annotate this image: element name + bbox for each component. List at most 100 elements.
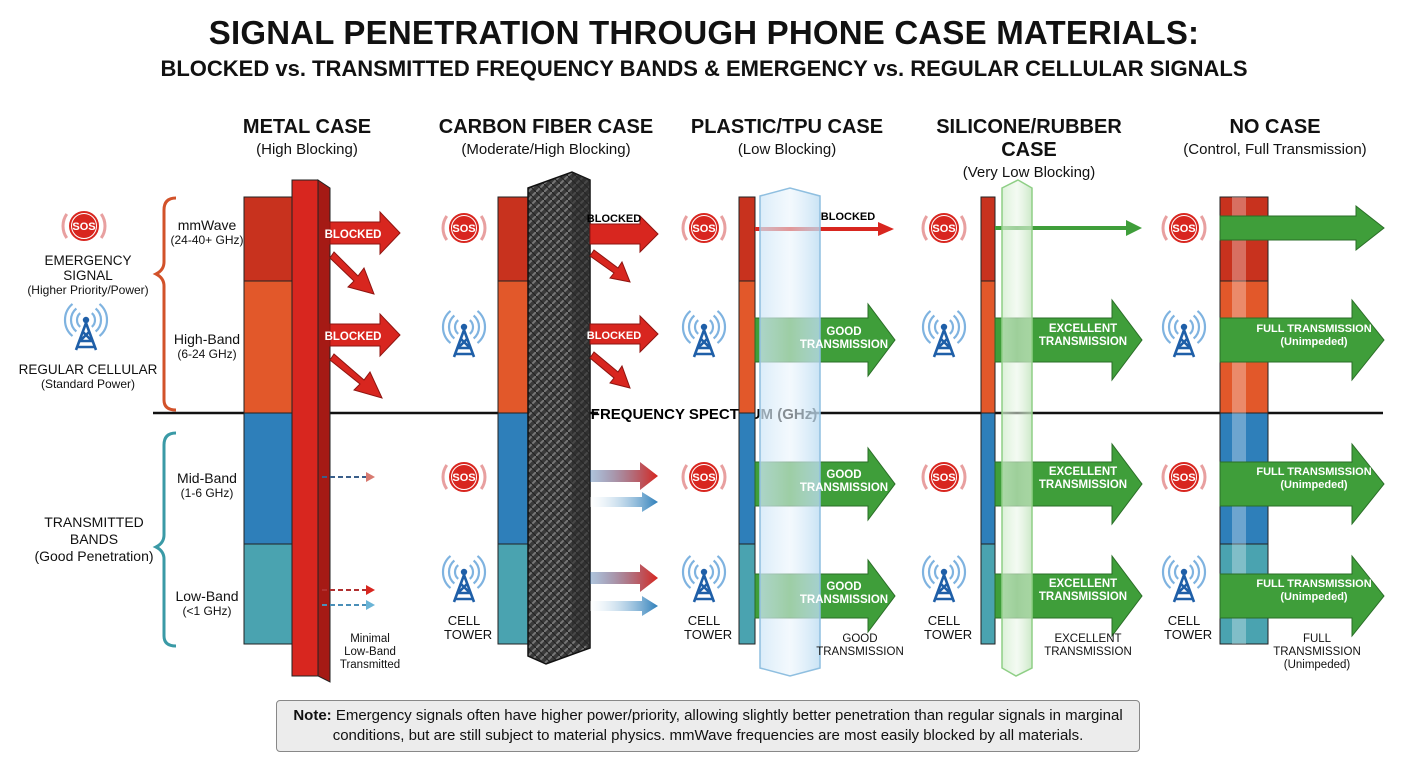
- transmitted-subtitle: (Good Penetration): [34, 548, 154, 564]
- regular-title: REGULAR CELLULAR: [18, 362, 158, 377]
- blocked-label: BLOCKED: [587, 330, 641, 342]
- band-block-midband: [243, 412, 301, 545]
- excellent-label: TRANSMISSION: [1039, 591, 1127, 603]
- band-block-lowband: [980, 543, 996, 645]
- cell-tower-line2: TOWER: [1164, 627, 1213, 642]
- metal-bottom-line1: Minimal: [350, 633, 390, 645]
- sos-label: SOS: [692, 223, 715, 235]
- column-header-nocase: NO CASE (Control, Full Transmission): [1155, 116, 1395, 158]
- column-subtitle: (Very Low Blocking): [962, 164, 1096, 181]
- band-name: mmWave: [177, 217, 237, 233]
- sos-label: SOS: [1172, 223, 1195, 235]
- note-text: Emergency signals often have higher powe…: [332, 707, 1123, 744]
- band-block-lowband: [497, 543, 533, 645]
- deflect-arrow: [329, 251, 375, 295]
- cell-tower-icon: [921, 310, 967, 358]
- note-box: Note: Emergency signals often have highe…: [276, 700, 1140, 752]
- metal-bottom-line3: Transmitted: [339, 659, 401, 671]
- sos-label: SOS: [72, 221, 95, 233]
- full-arrow-highband: [1219, 298, 1385, 382]
- transmitted-line2: BANDS: [69, 531, 119, 547]
- column-header-plastic: PLASTIC/TPU CASE (Low Blocking): [667, 116, 907, 158]
- blocked-arrow: [329, 312, 401, 358]
- weak-arrow-head: [366, 585, 375, 595]
- full-label: FULL TRANSMISSION: [1256, 578, 1371, 590]
- emergency-title: EMERGENCY SIGNAL: [44, 253, 132, 283]
- band-name: Low-Band: [175, 588, 239, 604]
- band-block-mmwave: [738, 196, 756, 282]
- nocase-column: FULL TRANSMISSION (Unimpeded) FULL TRANS…: [1219, 196, 1385, 645]
- cell-tower-icon: [921, 555, 967, 603]
- plastic-slab: [759, 187, 821, 677]
- blocked-arrow-head: [878, 222, 894, 236]
- band-block-lowband: [243, 543, 301, 645]
- good-label: GOOD: [826, 469, 861, 481]
- band-block-midband: [497, 412, 533, 545]
- sos-label: SOS: [692, 472, 715, 484]
- excellent-label: EXCELLENT: [1049, 323, 1117, 335]
- cell-tower-icon: [63, 303, 109, 351]
- full-label: (Unimpeded): [1280, 336, 1348, 348]
- band-block-highband: [497, 280, 533, 414]
- band-range: (24-40+ GHz): [170, 233, 244, 247]
- weak-arrow-head: [366, 600, 375, 610]
- column-subtitle: (Control, Full Transmission): [1183, 141, 1367, 158]
- sos-icon: SOS: [1161, 211, 1207, 245]
- nocase-bottom-line1: FULL: [1302, 633, 1332, 645]
- weak-arrow-head: [366, 472, 375, 482]
- sos-label: SOS: [452, 223, 475, 235]
- band-block-mmwave: [980, 196, 996, 282]
- band-label-highband: High-Band (6-24 GHz): [168, 332, 246, 362]
- band-block-mmwave: [243, 196, 301, 282]
- plastic-bottom-line1: GOOD: [842, 633, 878, 645]
- band-block-highband: [738, 280, 756, 414]
- band-block-highband: [980, 280, 996, 414]
- nocase-bottom-label: FULL TRANSMISSION (Unimpeded): [1272, 633, 1362, 672]
- cell-tower-icon: [441, 310, 487, 358]
- sos-icon: SOS: [921, 460, 967, 494]
- cell-tower-line1: CELL: [927, 613, 961, 628]
- note-label: Note:: [293, 707, 332, 724]
- cell-tower-line2: TOWER: [924, 627, 973, 642]
- thin-pass-arrow-head: [1126, 220, 1142, 236]
- sos-icon: SOS: [61, 209, 107, 243]
- band-block-mmwave: [497, 196, 533, 282]
- partial-arrow-lowband: [590, 596, 658, 616]
- blocked-arrow: [589, 214, 659, 254]
- band-block-highband: [243, 280, 301, 414]
- sos-label: SOS: [452, 472, 475, 484]
- silicone-column: EXCELLENT TRANSMISSION EXCELLENT TRANSMI…: [980, 179, 1143, 677]
- sos-icon: SOS: [441, 460, 487, 494]
- sos-icon: SOS: [681, 211, 727, 245]
- plastic-column: BLOCKED GOOD TRANSMISSION GOOD TRANSMISS…: [738, 187, 896, 677]
- column-header-carbon: CARBON FIBER CASE (Moderate/High Blockin…: [426, 116, 666, 158]
- sos-label: SOS: [1172, 472, 1195, 484]
- silicone-slab: [1001, 179, 1033, 677]
- band-range: (6-24 GHz): [177, 347, 237, 361]
- good-label: GOOD: [826, 326, 861, 338]
- full-arrow-midband: [1219, 442, 1385, 526]
- cell-tower-line1: CELL: [687, 613, 721, 628]
- band-label-mmwave: mmWave (24-40+ GHz): [168, 218, 246, 248]
- blocked-arrow: [329, 210, 401, 256]
- regular-cellular-label: REGULAR CELLULAR (Standard Power): [18, 362, 158, 392]
- band-range: (<1 GHz): [182, 604, 232, 618]
- band-label-lowband: Low-Band (<1 GHz): [168, 589, 246, 619]
- metal-bottom-label: Minimal Low-Band Transmitted: [334, 633, 406, 672]
- upper-bracket: [152, 196, 177, 412]
- column-subtitle: (Moderate/High Blocking): [461, 141, 631, 158]
- band-block-midband: [980, 412, 996, 545]
- sos-icon: SOS: [1161, 460, 1207, 494]
- partial-arrow-midband: [590, 492, 658, 512]
- good-label: TRANSMISSION: [800, 482, 888, 494]
- blocked-label: BLOCKED: [325, 331, 382, 343]
- column-subtitle: (High Blocking): [256, 141, 358, 158]
- metal-bottom-line2: Low-Band: [344, 646, 396, 658]
- column-subtitle: (Low Blocking): [737, 141, 837, 158]
- carbon-column: BLOCKED BLOCKED: [497, 171, 659, 665]
- excellent-label: TRANSMISSION: [1039, 336, 1127, 348]
- frequency-axis-label-bg: [598, 403, 810, 423]
